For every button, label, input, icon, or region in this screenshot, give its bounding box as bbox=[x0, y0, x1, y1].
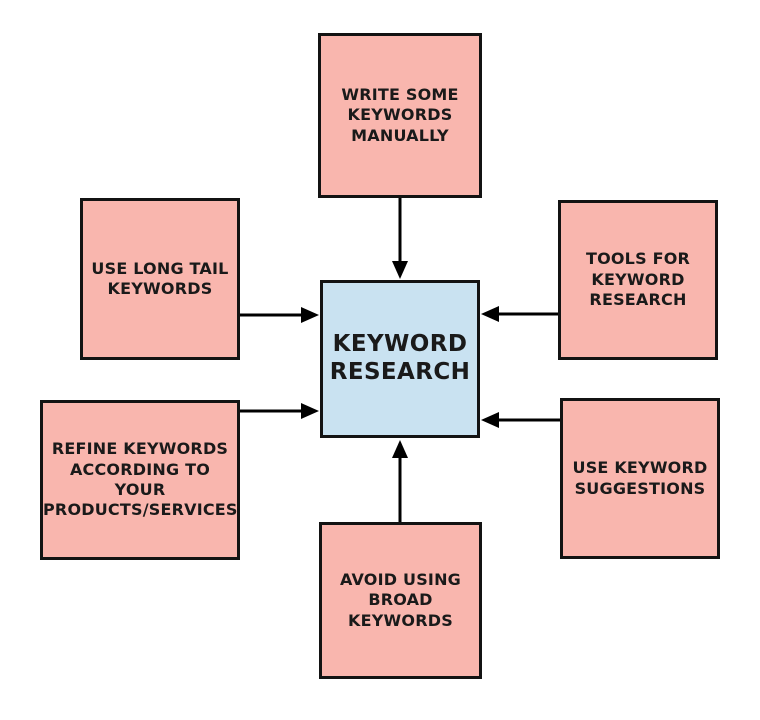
node-label: REFINE KEYWORDS ACCORDING TO YOUR PRODUC… bbox=[43, 439, 238, 520]
arrow-right-lower-to-center bbox=[481, 412, 560, 428]
arrow-left-upper-to-center bbox=[240, 307, 319, 323]
node-avoid-broad-keywords: AVOID USING BROAD KEYWORDS bbox=[319, 522, 482, 679]
center-node-label: KEYWORD RESEARCH bbox=[329, 331, 471, 385]
arrow-left-lower-to-center bbox=[240, 403, 319, 419]
node-use-keyword-suggestions: USE KEYWORD SUGGESTIONS bbox=[560, 398, 720, 559]
arrow-right-upper-to-center bbox=[481, 306, 558, 322]
node-label: USE LONG TAIL KEYWORDS bbox=[91, 258, 229, 298]
node-label: AVOID USING BROAD KEYWORDS bbox=[340, 569, 461, 630]
node-use-long-tail-keywords: USE LONG TAIL KEYWORDS bbox=[80, 198, 240, 360]
node-label: USE KEYWORD SUGGESTIONS bbox=[572, 458, 708, 498]
node-write-keywords-manually: WRITE SOME KEYWORDS MANUALLY bbox=[318, 33, 482, 198]
node-keyword-research-center: KEYWORD RESEARCH bbox=[320, 280, 480, 438]
node-refine-keywords-products-services: REFINE KEYWORDS ACCORDING TO YOUR PRODUC… bbox=[40, 400, 240, 560]
node-tools-for-keyword-research: TOOLS FOR KEYWORD RESEARCH bbox=[558, 200, 718, 360]
arrow-bottom-to-center bbox=[392, 440, 408, 522]
arrow-top-to-center bbox=[392, 198, 408, 279]
node-label: TOOLS FOR KEYWORD RESEARCH bbox=[585, 249, 691, 310]
node-label: WRITE SOME KEYWORDS MANUALLY bbox=[341, 84, 459, 145]
